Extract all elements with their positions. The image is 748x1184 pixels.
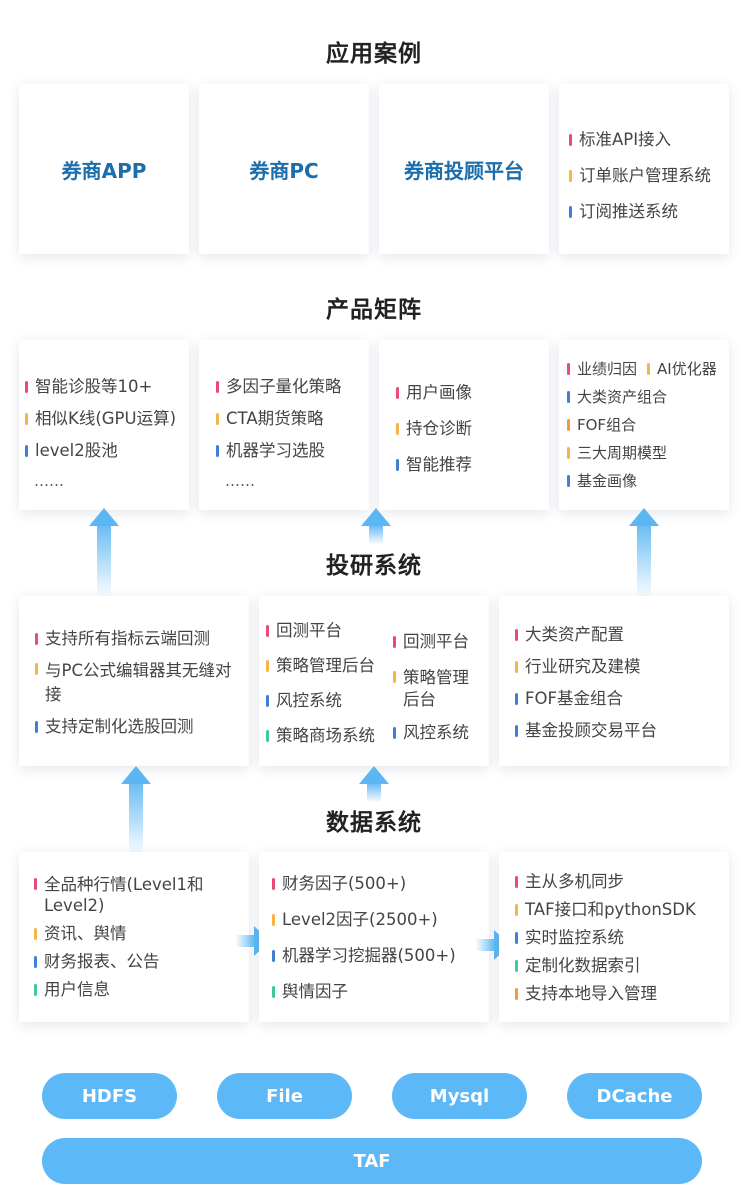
list-item: FOF组合 <box>567 415 717 435</box>
storage-pill-hdfs[interactable]: HDFS <box>42 1073 177 1119</box>
list-item: 多因子量化策略 <box>216 377 342 397</box>
flow-arrow-up <box>359 766 389 802</box>
section-title-products: 产品矩阵 <box>326 297 422 323</box>
list-item: 回测平台 <box>393 632 477 652</box>
section-title-data: 数据系统 <box>326 810 422 836</box>
section-title-applications: 应用案例 <box>326 41 422 67</box>
list-item: 相似K线(GPU运算) <box>25 409 176 429</box>
list-item: 大类资产组合 <box>567 387 717 407</box>
list-item: 行业研究及建模 <box>515 657 657 677</box>
data-card-infrastructure: 主从多机同步 TAF接口和pythonSDK 实时监控系统 定制化数据索引 支持… <box>499 852 729 1022</box>
product-card-stock-tools: 智能诊股等10+ 相似K线(GPU运算) level2股池 …… <box>19 340 189 510</box>
list-item: 风控系统 <box>393 723 477 743</box>
list-item: 机器学习挖掘器(500+) <box>272 946 456 966</box>
app-card-services: 标准API接入 订单账户管理系统 订阅推送系统 <box>559 84 729 254</box>
list-item: CTA期货策略 <box>216 409 342 429</box>
storage-pill-dcache[interactable]: DCache <box>567 1073 702 1119</box>
storage-pill-file[interactable]: File <box>217 1073 352 1119</box>
list-item: TAF接口和pythonSDK <box>515 900 696 920</box>
flow-arrow-up <box>121 766 151 854</box>
list-item: 策略管理后台 <box>266 656 375 676</box>
storage-pill-mysql[interactable]: Mysql <box>392 1073 527 1119</box>
list-item: 舆情因子 <box>272 982 456 1002</box>
framework-bar-taf[interactable]: TAF <box>42 1138 702 1184</box>
list-item: 基金画像 <box>567 471 717 491</box>
list-item: Level2因子(2500+) <box>272 910 456 930</box>
section-title-research: 投研系统 <box>326 553 422 579</box>
list-item: 三大周期模型 <box>567 443 717 463</box>
more-ellipsis: …… <box>225 472 255 490</box>
list-item: 策略管理后台 <box>393 667 477 711</box>
list-item: 主从多机同步 <box>515 872 696 892</box>
list-item: 智能诊股等10+ <box>25 377 176 397</box>
flow-arrow-up <box>361 508 391 544</box>
list-item: 定制化数据索引 <box>515 956 696 976</box>
list-item: 支持本地导入管理 <box>515 984 696 1004</box>
app-card-broker-pc[interactable]: 券商PC <box>199 84 369 254</box>
list-item: 回测平台 <box>266 621 375 641</box>
list-item: 机器学习选股 <box>216 441 342 461</box>
list-item: 用户信息 <box>34 980 239 1000</box>
flow-arrow-up <box>89 508 119 596</box>
product-card-fund-tools: 业绩归因 AI优化器 大类资产组合 FOF组合 三大周期模型 基金画像 <box>559 340 729 510</box>
list-item: 业绩归因 <box>567 359 637 379</box>
product-card-strategies: 多因子量化策略 CTA期货策略 机器学习选股 …… <box>199 340 369 510</box>
research-card-backtest: 支持所有指标云端回测 与PC公式编辑器其无缝对接 支持定制化选股回测 <box>19 596 249 766</box>
list-item: FOF基金组合 <box>515 689 657 709</box>
research-card-fund-research: 大类资产配置 行业研究及建模 FOF基金组合 基金投顾交易平台 <box>499 596 729 766</box>
list-item: 资讯、舆情 <box>34 924 239 944</box>
list-item: 风控系统 <box>266 691 375 711</box>
list-item: 与PC公式编辑器其无缝对接 <box>35 659 240 707</box>
list-item: 大类资产配置 <box>515 625 657 645</box>
list-item: level2股池 <box>25 441 176 461</box>
app-card-advisory-platform[interactable]: 券商投顾平台 <box>379 84 549 254</box>
flow-arrow-up <box>629 508 659 596</box>
list-item: 标准API接入 <box>569 130 711 150</box>
list-item: 持仓诊断 <box>396 419 472 439</box>
data-card-factors: 财务因子(500+) Level2因子(2500+) 机器学习挖掘器(500+)… <box>259 852 489 1022</box>
list-item: 支持定制化选股回测 <box>35 717 240 737</box>
list-item: 财务报表、公告 <box>34 952 239 972</box>
list-item: 用户画像 <box>396 383 472 403</box>
research-card-strategy-platform: 回测平台 策略管理后台 风控系统 策略商场系统 回测平台 策略管理后台 风控系统 <box>259 596 489 766</box>
list-item: 支持所有指标云端回测 <box>35 629 240 649</box>
list-item: 策略商场系统 <box>266 726 375 746</box>
list-item: 财务因子(500+) <box>272 874 456 894</box>
app-card-label: 券商投顾平台 <box>404 158 524 183</box>
list-item: 订阅推送系统 <box>569 202 711 222</box>
list-item: 订单账户管理系统 <box>569 166 711 186</box>
product-card-user-insight: 用户画像 持仓诊断 智能推荐 <box>379 340 549 510</box>
app-card-broker-app[interactable]: 券商APP <box>19 84 189 254</box>
more-ellipsis: …… <box>34 472 64 490</box>
list-item: AI优化器 <box>647 359 717 379</box>
list-item: 基金投顾交易平台 <box>515 721 657 741</box>
data-card-market-data: 全品种行情(Level1和Level2) 资讯、舆情 财务报表、公告 用户信息 <box>19 852 249 1022</box>
app-card-label: 券商APP <box>61 158 147 183</box>
list-item: 全品种行情(Level1和Level2) <box>34 874 239 916</box>
list-item: 实时监控系统 <box>515 928 696 948</box>
list-item: 智能推荐 <box>396 455 472 475</box>
app-card-label: 券商PC <box>249 158 319 183</box>
